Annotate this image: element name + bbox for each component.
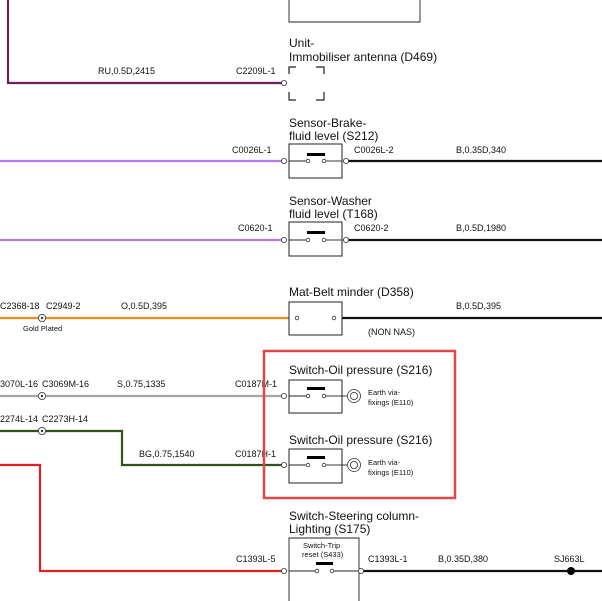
washer-sensor-box[interactable] xyxy=(288,221,343,257)
connector-pin xyxy=(280,568,287,575)
inline-connector xyxy=(38,391,47,400)
connector-c1393l-1: C1393L-1 xyxy=(368,554,408,564)
inline-connector xyxy=(38,426,47,435)
connector-pin xyxy=(357,568,364,575)
wire-label-bg-1540: BG,0.75,1540 xyxy=(139,449,195,459)
wire-label-b-340: B,0.35D,340 xyxy=(456,145,506,155)
immobiliser-title-2: Immobiliser antenna (D469) xyxy=(289,50,437,64)
connector-c0620-2: C0620-2 xyxy=(354,223,389,233)
wire-label-s-1335: S,0.75,1335 xyxy=(117,379,166,389)
connector-c0026l-2: C0026L-2 xyxy=(354,145,394,155)
earth-icon xyxy=(347,458,361,472)
connector-c0187m-1: C0187M-1 xyxy=(235,379,277,389)
washer-title-2: fluid level (T168) xyxy=(289,207,378,221)
switch-symbol xyxy=(289,387,342,399)
top-component-box-edge xyxy=(288,0,421,23)
wire-ru-2415[interactable] xyxy=(6,0,282,85)
oil-switch-2-box[interactable] xyxy=(288,448,343,484)
immobiliser-title-1: Unit- xyxy=(289,36,314,50)
splice-sj663l: SJ663L xyxy=(554,554,585,564)
inline-connector-gold xyxy=(38,313,47,322)
immobiliser-circuit: RU,0.5D,2415 C2209L-1 Unit- Immobiliser … xyxy=(6,0,437,101)
earth-label-2b: fixings (E110) xyxy=(368,468,414,477)
connector-c2949-2: C2949-2 xyxy=(46,301,81,311)
belt-minder-circuit: C2368-18 C2949-2 O,0.5D,395 B,0.5D,395 G… xyxy=(0,285,602,337)
switch-symbol xyxy=(289,562,359,574)
connector-c3069m-16: C3069M-16 xyxy=(42,379,89,389)
connector-pin xyxy=(280,461,287,468)
switch-symbol xyxy=(289,231,342,243)
washer-fluid-circuit: Sensor-Washer fluid level (T168) C0620-1… xyxy=(0,194,602,257)
wire-red[interactable] xyxy=(0,463,282,573)
splice-point xyxy=(567,567,575,575)
wire-label-b-1980: B,0.5D,1980 xyxy=(456,223,506,233)
earth-icon xyxy=(347,389,361,403)
belt-pin-right xyxy=(331,315,337,321)
connector-c0026l-1: C0026L-1 xyxy=(232,145,272,155)
non-nas-note: (NON NAS) xyxy=(368,327,415,337)
connector-pin xyxy=(280,80,287,87)
connector-c1393l-5: C1393L-5 xyxy=(236,554,276,564)
steering-column-circuit: Switch-Steering column- Lighting (S175) … xyxy=(0,463,602,601)
oil-pressure-circuit-2: 2274L-14 C2273H-14 BG,0.75,1540 C0187H-1… xyxy=(0,414,432,484)
connector-c0187h-1: C0187H-1 xyxy=(235,449,276,459)
gold-plated-note: Gold Plated xyxy=(23,324,62,333)
earth-label-1a: Earth via- xyxy=(368,388,401,397)
oil-switch-2-title: Switch-Oil pressure (S216) xyxy=(289,433,432,447)
connector-2274l-14: 2274L-14 xyxy=(0,414,38,424)
connector-pin xyxy=(280,157,287,164)
oil-switch-1-title: Switch-Oil pressure (S216) xyxy=(289,363,432,377)
wire-label-b-380: B,0.35D,380 xyxy=(438,554,488,564)
earth-label-1b: fixings (E110) xyxy=(368,398,414,407)
switch-symbol xyxy=(289,153,342,164)
steering-title-2: Lighting (S175) xyxy=(289,522,370,536)
connector-c0620-1: C0620-1 xyxy=(238,223,273,233)
belt-pin-left xyxy=(294,315,300,321)
connector-pin xyxy=(342,236,349,243)
connector-pin xyxy=(342,157,349,164)
trip-reset-title-2: reset (S433) xyxy=(302,550,344,559)
connector-pin xyxy=(280,236,287,243)
brake-title-1: Sensor-Brake- xyxy=(289,116,366,130)
connector-c2273h-14: C2273H-14 xyxy=(42,414,88,424)
top-partial-component xyxy=(288,0,421,23)
trip-reset-title-1: Switch-Trip xyxy=(303,541,340,550)
washer-title-1: Sensor-Washer xyxy=(289,194,372,208)
switch-symbol xyxy=(289,456,342,468)
immobiliser-antenna-symbol xyxy=(288,66,325,101)
oil-switch-1-box[interactable] xyxy=(288,379,343,414)
brake-title-2: fluid level (S212) xyxy=(289,129,378,143)
connector-pin xyxy=(280,392,287,399)
highlight-box xyxy=(262,349,457,500)
brake-fluid-circuit: Sensor-Brake- fluid level (S212) C0026L-… xyxy=(0,116,602,179)
wire-green-1540[interactable] xyxy=(0,429,282,467)
wire-label-ru-2415: RU,0.5D,2415 xyxy=(98,66,155,76)
steering-title-1: Switch-Steering column- xyxy=(289,509,419,523)
belt-minder-title: Mat-Belt minder (D358) xyxy=(289,285,414,299)
earth-label-2a: Earth via- xyxy=(368,458,401,467)
connector-c2368-18: C2368-18 xyxy=(0,301,40,311)
oil-pressure-circuit-1: 3070L-16 C3069M-16 S,0.75,1335 C0187M-1 … xyxy=(0,363,432,414)
wire-label-o-395: O,0.5D,395 xyxy=(121,301,167,311)
wire-label-b-395: B,0.5D,395 xyxy=(456,301,501,311)
connector-3070l-16: 3070L-16 xyxy=(0,379,38,389)
connector-c2209l-1: C2209L-1 xyxy=(236,66,276,76)
